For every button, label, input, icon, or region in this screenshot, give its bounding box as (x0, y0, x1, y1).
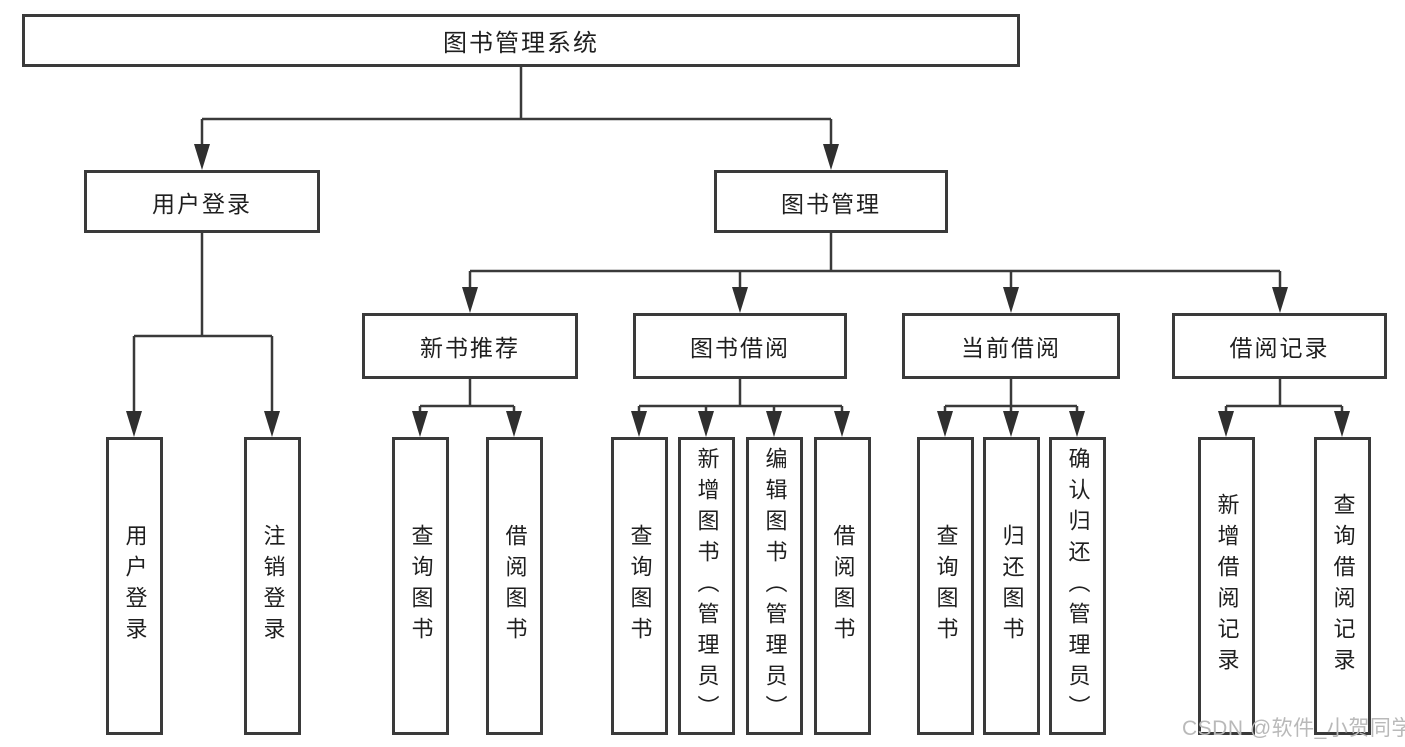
node-book-management: 图书管理 (714, 170, 948, 233)
node-leaf-confirm-return-admin: 确认归还（管理员） (1049, 437, 1106, 735)
node-borrowing-records: 借阅记录 (1172, 313, 1387, 379)
node-leaf-edit-books-admin: 编辑图书（管理员） (746, 437, 803, 735)
node-leaf-add-books-admin: 新增图书（管理员） (678, 437, 735, 735)
node-leaf-query-books-borrowing: 查询图书 (611, 437, 668, 735)
node-new-book-recommendation: 新书推荐 (362, 313, 578, 379)
node-library-management-system: 图书管理系统 (22, 14, 1020, 67)
node-leaf-return-books: 归还图书 (983, 437, 1040, 735)
node-leaf-query-borrow-record: 查询借阅记录 (1314, 437, 1371, 735)
node-leaf-user-login: 用户登录 (106, 437, 163, 735)
csdn-watermark: CSDN @软件_小贺同学 (1182, 717, 1405, 740)
node-leaf-query-books-recommendation: 查询图书 (392, 437, 449, 735)
node-current-borrowing: 当前借阅 (902, 313, 1120, 379)
node-leaf-logout: 注销登录 (244, 437, 301, 735)
node-book-borrowing: 图书借阅 (633, 313, 847, 379)
node-leaf-query-books-current: 查询图书 (917, 437, 974, 735)
node-leaf-add-borrow-record: 新增借阅记录 (1198, 437, 1255, 735)
node-leaf-borrow-books-recommendation: 借阅图书 (486, 437, 543, 735)
node-user-login: 用户登录 (84, 170, 320, 233)
node-leaf-borrow-books-borrowing: 借阅图书 (814, 437, 871, 735)
